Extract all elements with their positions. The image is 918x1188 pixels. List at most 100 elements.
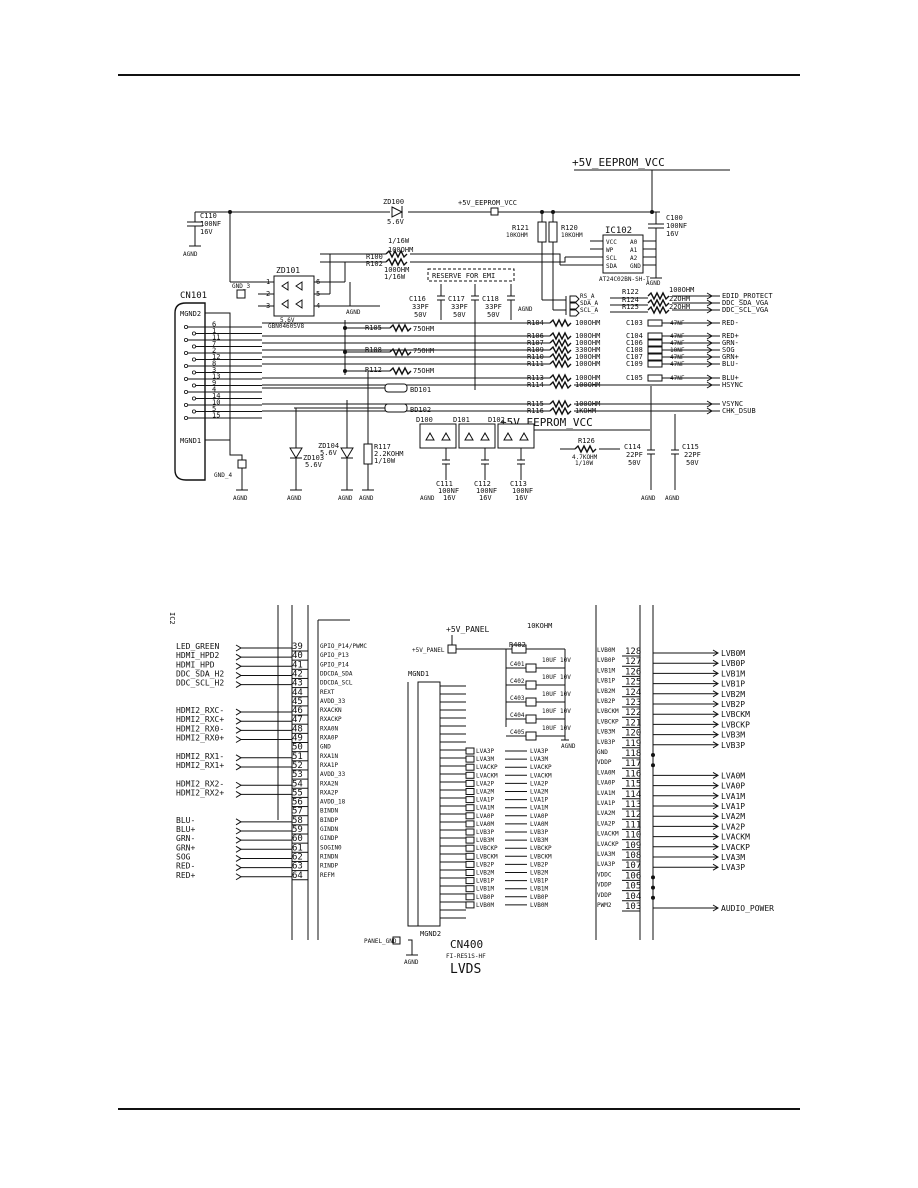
right-pin-number: 125 (625, 678, 641, 688)
left-net-label: HDMI2_RX0- (176, 724, 224, 733)
panel-power-block: +5V_PANEL +5V_PANEL R402 10KOHM C40110UF… (412, 622, 576, 750)
right-net-label: LVBCKM (721, 710, 750, 719)
left-net-label: GRN+ (176, 843, 195, 852)
right-junction (651, 753, 655, 757)
net-edid-protect: EDID_PROTECT (722, 292, 773, 300)
rgb-resistor-ref: R104 (527, 319, 544, 327)
left-pin-pad: RXA2P (320, 789, 338, 796)
left-pin-pad: RXA2N (320, 780, 338, 787)
cn400-agnd: AGND (404, 959, 419, 966)
rgb-cap (647, 319, 663, 327)
diode-array-zd101: ZD101 5.6V GBN0460SV8 1 2 3 6 5 4 AGND (229, 212, 380, 330)
eeprom-vcc-flag (490, 207, 499, 216)
bd102-label: BD102 (410, 406, 431, 414)
c114-ref: C114 (624, 443, 641, 451)
d101-label: D101 (453, 416, 470, 424)
right-pin-number: 109 (625, 841, 641, 851)
cn400-ref: CN400 (450, 938, 483, 951)
right-pin-pad: LVA0M (597, 769, 615, 776)
right-net-arrow (712, 720, 719, 728)
cn400-pin-net: LVACKM (476, 772, 498, 779)
zd104-agnd: AGND (338, 495, 353, 502)
zd103-ref: ZD103 (303, 454, 324, 462)
right-pin-pad: LVB0M (597, 647, 615, 654)
left-pin-number: 46 (292, 706, 303, 716)
cn400-pin-net: LVBCKP (476, 845, 498, 852)
net-ddc-sda-vga: DDC_SDA_VGA (722, 299, 769, 307)
rgb-resistor (549, 399, 572, 409)
right-junction (651, 875, 655, 880)
reserve-emi-box (427, 268, 515, 282)
cn101-pin-dot (183, 363, 188, 368)
panel-cap-ref: C402 (510, 678, 525, 685)
left-net-label: HDMI2_RX0+ (176, 734, 224, 743)
panel-cap-value: 10UF 10V (542, 708, 571, 715)
caps-c111-c113: C111 100NF 16V C112 100NF 16V C113 100NF… (420, 464, 533, 502)
r100-ref: R100 (366, 253, 383, 261)
r102-value: 100OHM (384, 266, 409, 274)
cn400-pin-net: LVB0P (476, 894, 494, 901)
left-pin-number: 47 (292, 715, 303, 725)
cn400-net-label: LVA1M (530, 805, 548, 812)
cn400-bead (465, 893, 475, 901)
r126-watt: 1/10W (575, 460, 593, 467)
cn101-pin-number: 14 (212, 392, 220, 400)
c100-volt: 16V (666, 230, 679, 238)
r102-ref: R102 (366, 260, 383, 268)
c111-agnd: AGND (420, 495, 435, 502)
rgb-resistor-ref: R114 (527, 381, 544, 389)
left-pin-pad: RINDP (320, 863, 338, 870)
right-net-label: AUDIO_POWER (721, 904, 774, 913)
left-net-arrow (235, 827, 242, 835)
cn400-pin-net: LVB3M (476, 837, 494, 844)
ic102-ref: IC102 (605, 226, 632, 236)
left-pin-pad: GPIO_P14 (320, 661, 349, 668)
c113-volt: 16V (515, 494, 528, 502)
rgb-cap (647, 353, 663, 361)
left-net-label: GRN- (176, 834, 195, 843)
right-net-arrow (712, 771, 719, 779)
cn400-net-label: LVB3M (530, 837, 548, 844)
r117-watt: 1/10W (374, 457, 396, 465)
zd101-ref: ZD101 (276, 266, 300, 275)
right-net-label: LVB2P (721, 700, 745, 709)
left-pin-pad: BINDP (320, 817, 338, 824)
rgb-cap-ref: C108 (626, 346, 643, 354)
cn400-title: LVDS (450, 962, 481, 977)
left-net-arrow (235, 845, 242, 853)
right-net-arrow (712, 731, 719, 739)
gnd3-label: GND_3 (232, 283, 250, 290)
right-pin-pad: LVB2P (597, 698, 615, 705)
cn101-pin-dot (183, 337, 188, 342)
right-net-arrow (712, 659, 719, 667)
cn101-pin-number: 10 (212, 399, 220, 407)
r402-value: 10KOHM (527, 622, 552, 630)
resistor-pullups: R121 10KOHM R120 10KOHM (506, 212, 583, 310)
cn400-net-label: LVA0P (530, 813, 548, 820)
left-pin-number: 53 (292, 770, 303, 780)
cn101-pin-dot (191, 331, 196, 336)
cn400-bead (465, 828, 475, 836)
ic102-agnd: AGND (646, 280, 661, 287)
c114-value: 22PF (626, 451, 643, 459)
cn101-pin-dot (183, 389, 188, 394)
panel-cap (525, 697, 537, 707)
right-pin-number: 115 (625, 780, 641, 790)
right-net-label: LVB3M (721, 731, 745, 740)
right-pin-pad: LVBCKM (597, 708, 619, 715)
cn400-pin-net: LVA3P (476, 748, 494, 755)
left-pin-pad: GINDN (320, 826, 338, 833)
right-net-label: LVB1M (721, 669, 745, 678)
rgb-net-label: SOG (722, 346, 735, 354)
left-pin-pad: RXA0P (320, 735, 338, 742)
zd100-value: 5.6V (387, 218, 405, 226)
rgb-cap (647, 332, 663, 340)
cn400-pin-net: LVB1M (476, 886, 494, 893)
net-ddc-scl-vga: DDC_SCL_VGA (722, 306, 769, 314)
right-pin-pad: VDDP (597, 759, 612, 766)
cn400-rows (440, 685, 466, 919)
left-pin-pad: RXA0N (320, 725, 338, 732)
